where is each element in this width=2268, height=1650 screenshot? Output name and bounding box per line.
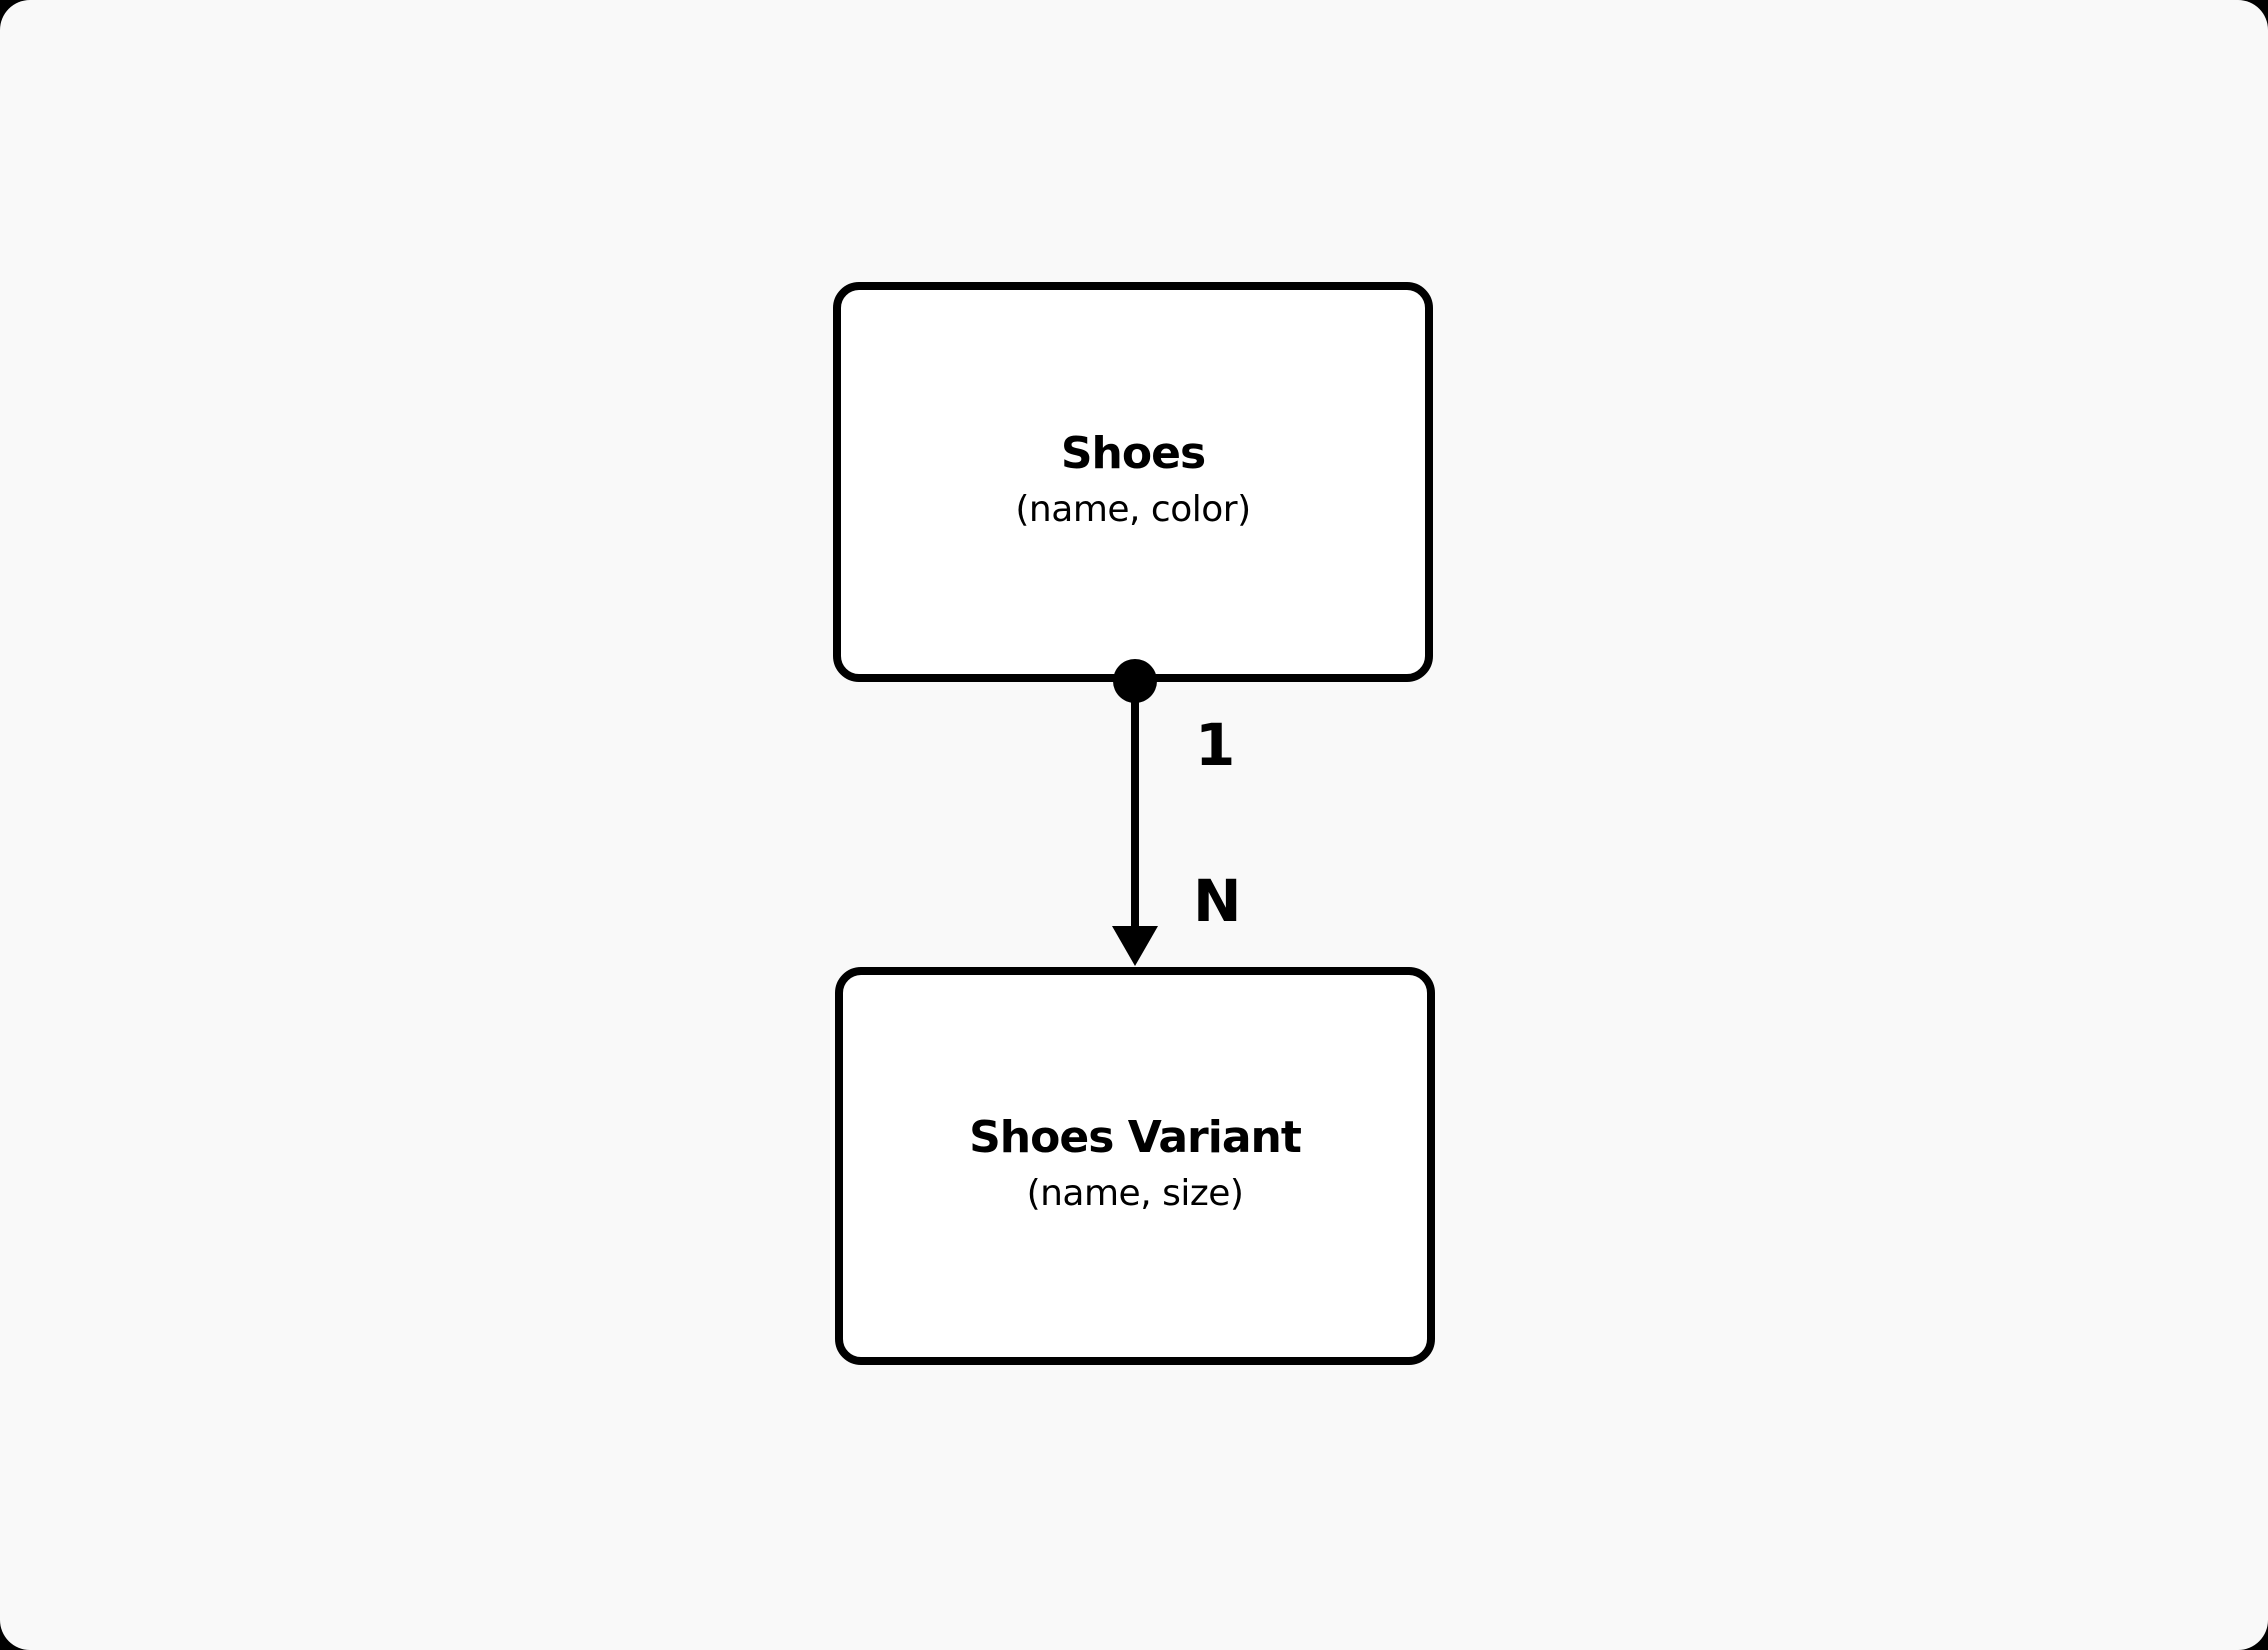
entity-shoes[interactable]: Shoes (name, color) [833,282,1433,682]
entity-attributes: (name, size) [1026,1173,1244,1214]
entity-shoes-variant[interactable]: Shoes Variant (name, size) [835,967,1435,1365]
arrowhead-icon [1112,926,1158,966]
cardinality-many-label: N [1193,867,1242,935]
entity-title: Shoes Variant [969,1112,1302,1163]
entity-title: Shoes [1060,428,1206,479]
cardinality-one-label: 1 [1195,711,1236,779]
entity-attributes: (name, color) [1015,489,1251,530]
